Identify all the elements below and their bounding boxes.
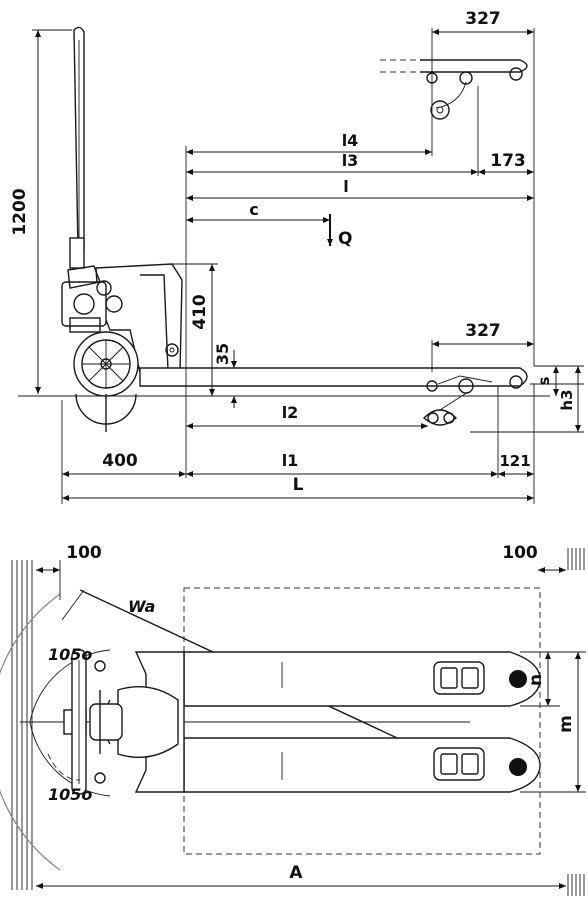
dim-400: 400 (102, 451, 138, 471)
dim-s: s (535, 376, 553, 385)
dim-q: Q (338, 229, 352, 249)
dim-100-left: 100 (66, 543, 102, 563)
pump-unit (61, 263, 183, 373)
dim-L: L (293, 475, 304, 495)
dim-173: 173 (490, 151, 526, 171)
dim-121: 121 (499, 452, 530, 470)
fork-lowered (139, 367, 528, 394)
dim-l1: l1 (282, 451, 299, 470)
top-view: Wa (0, 543, 586, 896)
handle (69, 26, 85, 269)
angle-top: 105o (48, 645, 92, 664)
dim-A: A (289, 863, 303, 883)
wall-right-bottom (567, 874, 585, 896)
angle-bottom: 105o (48, 785, 92, 804)
dim-1200: 1200 (10, 188, 30, 235)
wall-left (11, 560, 33, 890)
dim-l: l (343, 177, 348, 196)
dim-327-bottom: 327 (465, 321, 501, 341)
fork-raised (380, 59, 528, 120)
dim-wa: Wa (128, 597, 155, 616)
dim-m: m (556, 715, 576, 733)
dim-l4: l4 (342, 131, 359, 150)
handle-top (47, 649, 106, 795)
dim-n: n (526, 674, 546, 686)
dim-327-top: 327 (465, 9, 501, 29)
load-roller-icon (509, 758, 527, 776)
dim-l3: l3 (342, 151, 359, 170)
steering-wheel (73, 331, 139, 397)
fork-top (183, 651, 541, 707)
dim-c: c (249, 200, 258, 219)
wall-right-top (567, 548, 585, 570)
dim-l2: l2 (282, 403, 299, 422)
fork-bottom (183, 737, 541, 793)
load-roller-icon (509, 670, 527, 688)
dim-100-right: 100 (502, 543, 538, 563)
dim-410: 410 (190, 294, 210, 330)
turning-arc (0, 593, 61, 871)
side-view: 1200 327 l4 l3 173 l c Q 410 3 (10, 9, 584, 504)
load-wheels-raised (422, 391, 469, 426)
dim-35: 35 (213, 343, 232, 365)
dim-h3: h3 (558, 389, 576, 410)
